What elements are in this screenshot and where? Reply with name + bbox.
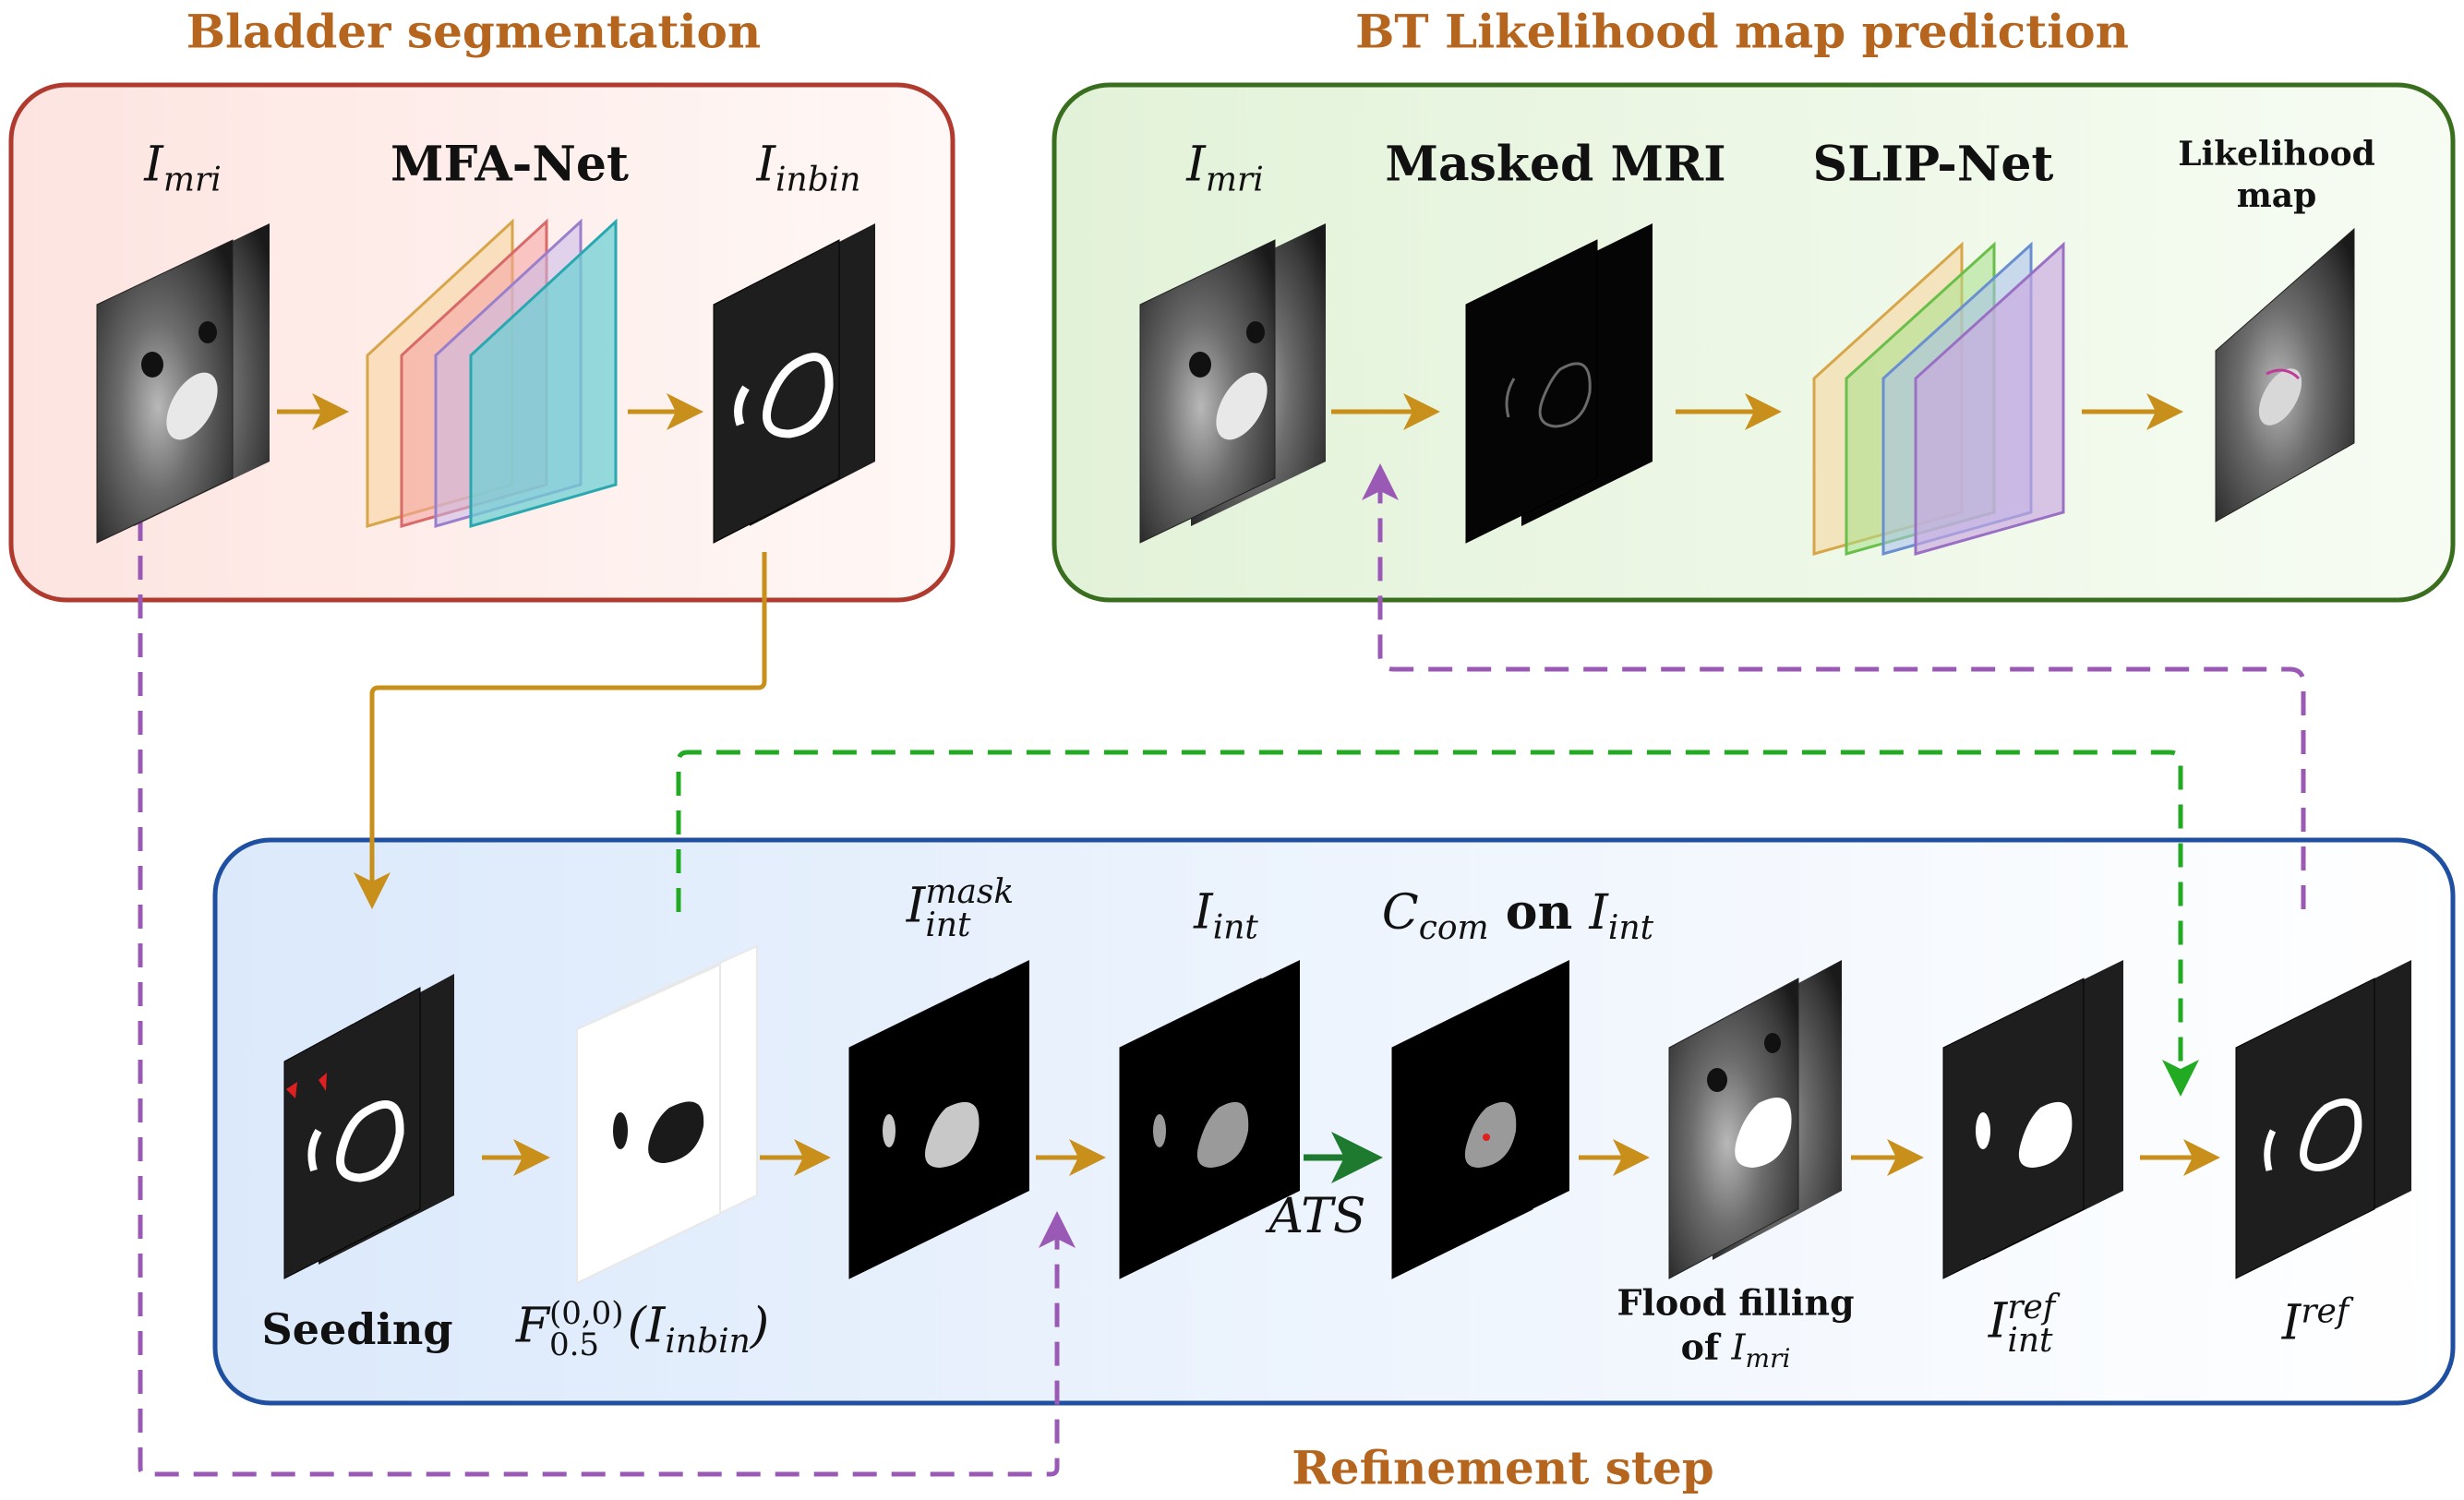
masked-mri-label: Masked MRI [1385,136,1726,193]
likelihood-map-slice [2215,227,2355,522]
mri-slices-right [1139,223,1326,544]
ref-label: Iref [2281,1292,2350,1351]
inbin-slices [713,223,875,544]
connector-filter-to-ref [676,750,2199,1097]
filtered-slices [576,944,758,1285]
mfa-net-label: MFA-Net [391,136,629,193]
mask-int-slices [848,960,1029,1279]
ccom-label: Ccom on Iint [1381,883,1654,948]
connector-inbin-to-seeding [354,552,767,909]
int-ref-slices [1942,960,2123,1279]
refinement-panel [212,837,2456,1406]
slip-net-block [1812,241,2065,556]
ccom-slices [1391,960,1569,1279]
bladder-segmentation-title: Bladder segmentation [186,4,762,59]
mri-label-left: Imri [144,137,222,199]
filter-label: F(0,0)0.5(Iinbin) [515,1295,770,1363]
masked-mri-slices [1465,223,1653,544]
mri-slices-left [96,223,270,544]
seeding-slices [283,974,454,1279]
slip-net-label: SLIP-Net [1812,136,2054,193]
mri-label-right: Imri [1186,137,1264,199]
likelihood-map-title: BT Likelihood map prediction [1355,4,2129,59]
ats-label: ATS [1268,1189,1366,1244]
refinement-step-title: Refinement step [1292,1440,1714,1495]
inbin-label: Iinbin [756,137,861,199]
likelihood-map-panel [1052,82,2456,603]
ref-slices [2235,960,2411,1279]
likelihood-map-label: Likelihood map [2178,135,2375,215]
int-label: Iint [1194,884,1258,947]
int-slices [1119,960,1300,1279]
flood-fill-label: Flood filling of Imri [1617,1281,1855,1374]
connector-mri-to-refinement [138,517,1076,1477]
mfa-net-block [366,218,618,528]
flood-fill-slices [1668,960,1842,1279]
seeding-label: Seeding [261,1304,453,1354]
